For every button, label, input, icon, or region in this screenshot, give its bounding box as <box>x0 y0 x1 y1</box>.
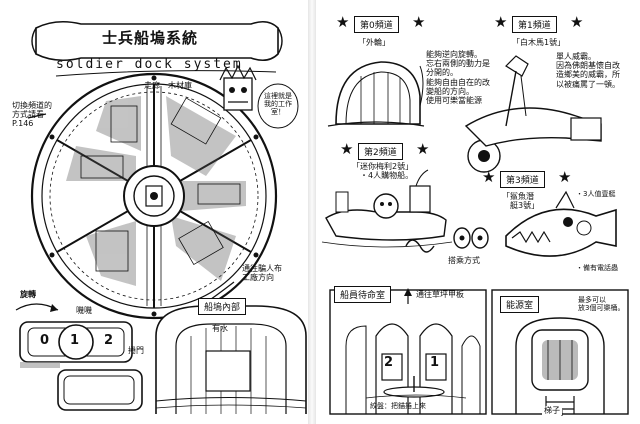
dock-interior-sketch <box>155 305 307 414</box>
channel0-feature-1: 能夠逆向旋轉。 <box>426 50 482 59</box>
crew-room-sketch <box>329 289 487 415</box>
sound-effect: 嘰嘰 <box>76 306 92 315</box>
speech-bubble-line-1: 這裡就是 <box>264 92 292 100</box>
label-wood-storage: 木材庫 <box>168 81 192 90</box>
speech-bubble-line-3: 室！ <box>271 108 285 117</box>
page-gutter <box>308 0 316 424</box>
channel3-name-line-1: 「鯊魚潛 <box>502 192 534 201</box>
left-page: 士兵船塢系統 soldier dock system 走廊 木材庫 切換頻道的 … <box>6 6 308 420</box>
channel2-name-line-1: 「迷你梅利2號」 <box>352 162 414 171</box>
channel1-title: 第1頻道 <box>512 16 557 33</box>
label-rotate: 旋轉 <box>20 290 36 299</box>
star-icon: ★ <box>416 140 430 158</box>
water-label: 有水 <box>212 324 228 333</box>
dial-digit-0: 0 <box>40 333 50 348</box>
channel0-name: 「外輪」 <box>358 38 390 47</box>
energy-room-title: 能源室 <box>500 296 540 313</box>
channel1-features: 單人威霸。 因為佛朗基懷自改造鄉美的威霸，所以被痛罵了一頓。 <box>556 52 626 89</box>
mini-merry-sketch <box>321 169 453 253</box>
energy-room-sketch <box>491 289 629 415</box>
channel0-feature-2: 忘右兩側的動力是分開的。 <box>426 59 490 78</box>
switch-note: 切換頻道的 方式請看 P.146 <box>12 101 52 129</box>
switch-note-line-3: P.146 <box>12 119 34 129</box>
channel3-phone-note: ・備有電話蟲 <box>576 264 618 272</box>
speech-bubble-line-2: 我的工作 <box>264 100 292 109</box>
channel0-feature-3: 能夠自由自在的改變船的方向。 <box>426 77 490 96</box>
left-page-drawing <box>15 20 307 414</box>
white-horse-sketch <box>464 55 602 173</box>
channel2-name-line-2: ・4人購物船。 <box>360 171 414 181</box>
page-title: 士兵船塢系統 <box>102 29 199 47</box>
crew-room-dial-digit-2: 2 <box>384 355 394 370</box>
channel1-feature-2: 因為佛朗基懷自改造鄉美的威霸，所以被痛罵了一頓。 <box>556 61 620 89</box>
right-page: ★ 第0頻道 ★ 「外輪」 能夠逆向旋轉。 忘右兩側的動力是分開的。 能夠自由自… <box>316 6 634 420</box>
soldier-dock-wheel <box>30 72 278 320</box>
channel3-crew-note: ・3人值壹艇 <box>576 190 616 198</box>
label-door: 捲門 <box>128 346 144 355</box>
star-icon: ★ <box>412 13 426 31</box>
energy-room-note-line-1: 最多可以 <box>578 296 606 304</box>
dock-interior-label: 船塢內部 <box>198 298 247 315</box>
channel0-feature-4: 使用可樂當能源 <box>426 95 482 105</box>
boarding-label: 搭乘方式 <box>448 256 480 265</box>
channel1-feature-1: 單人威霸。 <box>556 52 596 61</box>
paddle-wheel-sketch <box>327 61 425 127</box>
channel0-title: 第0頻道 <box>354 16 399 33</box>
shark-submarine-sketch <box>505 190 617 257</box>
channel1-name: 「白木馬1號」 <box>512 38 566 47</box>
energy-room-note-line-2: 放3個可樂桶。 <box>578 304 625 313</box>
speech-bubble: 這裡就是 我的工作 室！ <box>264 92 292 116</box>
channel-dial-sketch <box>15 303 143 411</box>
lifebuoy-sketch <box>453 227 489 249</box>
star-icon: ★ <box>570 13 584 31</box>
ladder-label: 梯子 <box>542 406 562 416</box>
channel3-title: 第3頻道 <box>500 171 545 188</box>
star-icon: ★ <box>336 13 350 31</box>
robot-head-sketch <box>219 64 257 111</box>
crew-room-title: 船員待命室 <box>334 286 392 303</box>
channel2-name: 「迷你梅利2號」 ・4人購物船。 <box>352 162 413 180</box>
crew-room-dial-digit-1: 1 <box>430 355 440 370</box>
star-icon: ★ <box>494 13 508 31</box>
star-icon: ★ <box>482 168 496 186</box>
right-page-drawing <box>321 55 629 416</box>
route-note-line-1: 通往騙人布 <box>242 264 282 273</box>
energy-room-note: 最多可以 放3個可樂桶。 <box>578 296 624 312</box>
channel3-name-line-2: 艇3號」 <box>510 201 540 211</box>
route-note-line-2: 工廠方向 <box>242 273 274 283</box>
winch-note: 絞盤：把錨捲上來 <box>370 402 426 410</box>
dial-digit-2: 2 <box>104 333 114 348</box>
label-corridor: 走廊 <box>144 81 160 90</box>
page-subtitle-english: soldier dock system <box>56 57 243 72</box>
to-lawn-deck-label: 通往草坪甲板 <box>416 290 464 299</box>
route-note: 通往騙人布 工廠方向 <box>242 264 282 282</box>
switch-note-line-1: 切換頻道的 <box>12 101 52 110</box>
channel2-title: 第2頻道 <box>358 143 403 160</box>
star-icon: ★ <box>558 168 572 186</box>
switch-note-line-2: 方式請看 <box>12 110 44 120</box>
star-icon: ★ <box>340 140 354 158</box>
dial-digit-1: 1 <box>70 333 80 348</box>
channel3-name: 「鯊魚潛 艇3號」 <box>502 192 539 210</box>
channel0-features: 能夠逆向旋轉。 忘右兩側的動力是分開的。 能夠自由自在的改變船的方向。 使用可樂… <box>426 50 490 105</box>
